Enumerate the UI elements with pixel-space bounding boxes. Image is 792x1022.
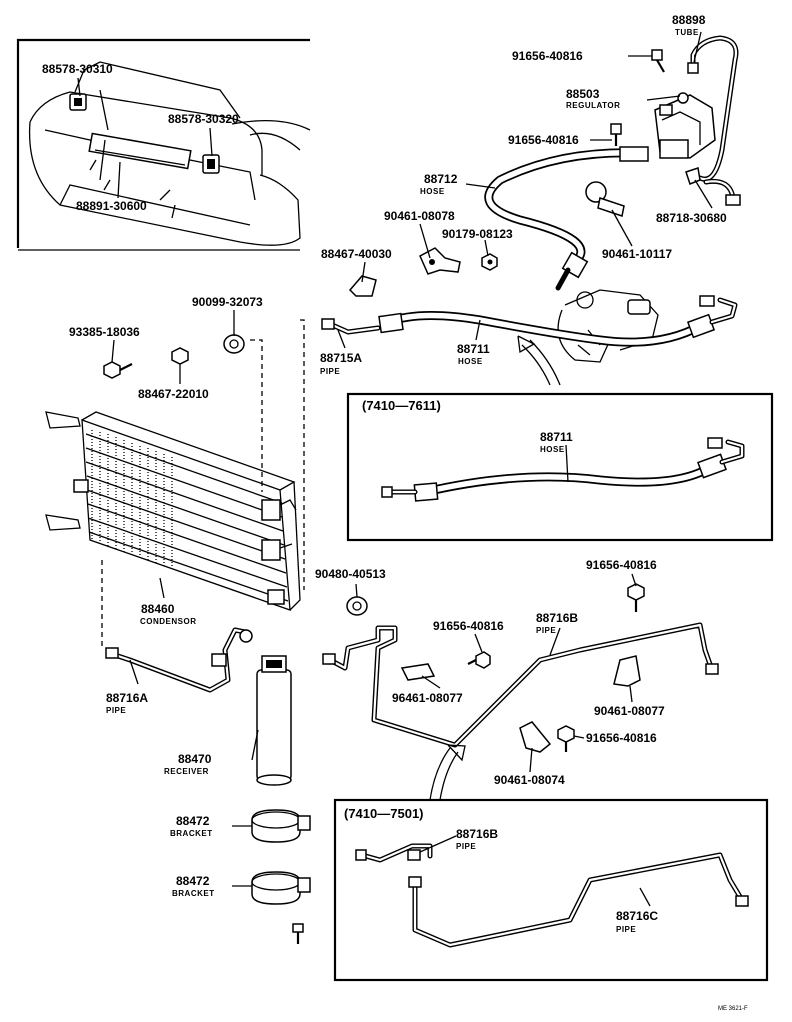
callout-code: 88716C [616, 909, 658, 923]
bolt-icon [610, 123, 622, 146]
callout-code: 88716B [456, 827, 498, 841]
callout-name: CONDENSOR [140, 617, 197, 626]
callout-code: 91656-40816 [586, 731, 657, 745]
callout-code: 88467-22010 [138, 387, 209, 401]
callout-code: 88712 [424, 172, 458, 186]
callout-code: 90461-08077 [594, 704, 665, 718]
bolt-icon [627, 583, 645, 612]
callout-name: PIPE [320, 367, 340, 376]
callout-name: REGULATOR [566, 101, 620, 110]
callout-code: 88715A [320, 351, 362, 365]
callout-code: 88716A [106, 691, 148, 705]
callout-code: 90099-32073 [192, 295, 263, 309]
inset-lower [333, 798, 769, 982]
labels: 88578-30310 88578-30320 88891-30600 8889… [42, 13, 748, 1012]
callout-code: 91656-40816 [512, 49, 583, 63]
condensor-fins [91, 430, 173, 570]
callout-code: 88503 [566, 87, 600, 101]
callout-code: 91656-40816 [508, 133, 579, 147]
callout-name: PIPE [536, 626, 556, 635]
callout-code: 90179-08123 [442, 227, 513, 241]
locator-line [250, 339, 263, 492]
bolt-icon [651, 49, 665, 73]
drawing-code: ME 3621-F [718, 1006, 748, 1012]
callout-code: 91656-40816 [586, 558, 657, 572]
callout-name: BRACKET [172, 889, 215, 898]
callout-code: 88578-30310 [42, 62, 113, 76]
callout-name: HOSE [420, 187, 445, 196]
clamps-lower [400, 583, 645, 753]
callout-name: TUBE [675, 28, 699, 37]
callout-name: HOSE [458, 357, 483, 366]
callout-code: 88467-40030 [321, 247, 392, 261]
callout-code: 88470 [178, 752, 212, 766]
callout-code: 93385-18036 [69, 325, 140, 339]
arrow-icon [517, 335, 561, 386]
grommet-icon [223, 334, 245, 354]
callout-code: 90480-40513 [315, 567, 386, 581]
hose-88711 [321, 295, 738, 347]
callout-name: RECEIVER [164, 767, 209, 776]
inset-label: (7410—7611) [362, 398, 441, 413]
callout-code: 96461-08077 [392, 691, 463, 705]
bolt-icon [292, 923, 304, 944]
callout-code: 88460 [141, 602, 175, 616]
clamps-upper [348, 181, 625, 297]
bracket-88472 [251, 809, 311, 843]
arrow-icon [429, 744, 466, 801]
locator-line [300, 319, 305, 590]
callout-code: 88898 [672, 13, 706, 27]
callout-code: 90461-10117 [602, 247, 672, 261]
callout-name: BRACKET [170, 829, 213, 838]
nut-icon [171, 347, 189, 365]
bolt-icon [557, 725, 575, 752]
bumper-inset [16, 38, 311, 251]
callout-code: 88578-30320 [168, 112, 239, 126]
callout-name: PIPE [616, 925, 636, 934]
callout-code: 88711 [540, 430, 573, 444]
callout-code: 88472 [176, 814, 210, 828]
pipe-88716a [105, 627, 253, 693]
callout-code: 90461-08078 [384, 209, 455, 223]
condensor [45, 411, 301, 611]
callout-code: 88472 [176, 874, 210, 888]
callout-code: 88891-30600 [76, 199, 147, 213]
bolt-icon [103, 361, 133, 379]
compressor [557, 289, 659, 363]
leader-lines [77, 31, 713, 907]
callout-name: PIPE [456, 842, 476, 851]
callout-code: 90461-08074 [494, 773, 565, 787]
callout-name: HOSE [540, 445, 565, 454]
inset-upper [346, 392, 774, 542]
hose-88712 [484, 146, 649, 291]
grommet-icon [346, 596, 368, 616]
inset-label: (7410—7501) [344, 806, 424, 821]
receiver [256, 655, 292, 786]
callout-code: 88711 [457, 342, 490, 356]
callout-code: 88716B [536, 611, 578, 625]
regulator-assembly [610, 35, 741, 206]
callout-name: PIPE [106, 706, 126, 715]
pipe-88716b [322, 622, 719, 748]
bracket-88472 [251, 871, 311, 905]
callout-code: 91656-40816 [433, 619, 504, 633]
callout-code: 88718-30680 [656, 211, 727, 225]
